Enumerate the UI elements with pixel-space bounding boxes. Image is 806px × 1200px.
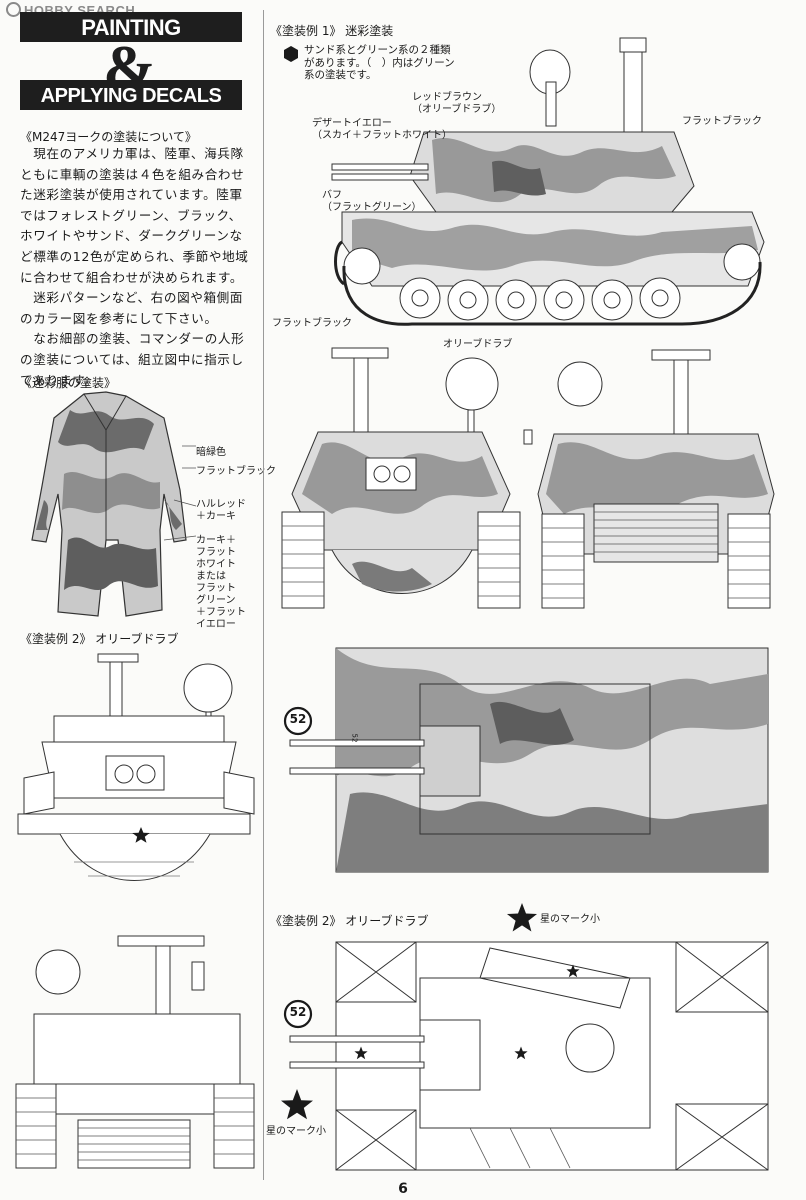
star-marking-icon bbox=[354, 1046, 368, 1060]
scheme2b-top-view bbox=[289, 941, 769, 1171]
number-decal-icon bbox=[283, 999, 313, 1029]
decal-number-52-b: 52 bbox=[289, 1005, 307, 1019]
label-red-brown: レッドブラウン （オリーブドラブ） bbox=[412, 92, 502, 115]
star-marking-icon bbox=[132, 827, 150, 843]
label-flat-black-turret: フラットブラック bbox=[682, 116, 762, 127]
scheme2a-front-view bbox=[17, 653, 255, 881]
decal-small-52: 52 bbox=[350, 733, 359, 743]
label-olive-drab: オリーブドラブ bbox=[443, 339, 513, 350]
watermark-logo-icon bbox=[6, 2, 21, 17]
number-decal-icon bbox=[283, 706, 313, 736]
uniform-heading: 《迷彩服の塗装》 bbox=[20, 376, 117, 390]
uniform-label-hull-red: ハルレッド ＋カーキ bbox=[196, 499, 246, 522]
uniform-label-flat-black: フラットブラック bbox=[196, 466, 276, 477]
uniform-label-khaki-mix: カーキ＋ フラット ホワイト または フラット グリーン ＋フラット イエロー bbox=[196, 535, 246, 630]
scheme2a-rear-view bbox=[15, 935, 255, 1169]
scheme2b-heading: 《塗装例 2》 オリーブドラブ bbox=[270, 914, 429, 928]
label-desert-yellow: デザートイエロー （スカイ＋フラットホワイト） bbox=[312, 118, 452, 141]
star-label-top: 星のマーク小 bbox=[540, 914, 600, 925]
label-buff: バフ （フラットグリーン） bbox=[322, 190, 422, 213]
scheme1-side-view bbox=[331, 37, 765, 326]
label-flat-black-track: フラットブラック bbox=[272, 318, 352, 329]
scheme1-note: サンド系とグリーン系の２種類 があります。（ ）内はグリーン 系の塗装です。 bbox=[304, 44, 455, 81]
scheme1-rear-view bbox=[523, 349, 775, 609]
scheme1-front-view bbox=[281, 347, 521, 609]
star-marking-icon bbox=[281, 1089, 313, 1120]
column-divider bbox=[263, 10, 264, 1180]
decal-number-52: 52 bbox=[289, 712, 307, 726]
star-marking-icon bbox=[507, 903, 537, 932]
intro-heading: 《M247ヨークの塗装について》 bbox=[20, 130, 197, 144]
uniform-label-dark-green: 暗緑色 bbox=[196, 447, 226, 458]
header-painting: PAINTING bbox=[20, 12, 242, 42]
header-applying-decals: APPLYING DECALS bbox=[20, 80, 242, 110]
star-marking-icon bbox=[566, 964, 580, 978]
star-label-bottom: 星のマーク小 bbox=[266, 1126, 326, 1137]
camo-uniform-illustration bbox=[31, 391, 197, 617]
scheme1-top-view bbox=[289, 647, 769, 873]
scheme2a-heading: 《塗装例 2》 オリーブドラブ bbox=[20, 632, 179, 646]
page-number: 6 bbox=[398, 1181, 408, 1197]
intro-paragraph: 現在のアメリカ軍は、陸軍、海兵隊 ともに車輌の塗装は４色を組み合わせ た迷彩塗装… bbox=[20, 146, 249, 388]
scheme1-heading: 《塗装例 1》 迷彩塗装 bbox=[270, 24, 394, 38]
hex-bullet-icon bbox=[284, 46, 298, 62]
star-marking-icon bbox=[514, 1046, 528, 1060]
